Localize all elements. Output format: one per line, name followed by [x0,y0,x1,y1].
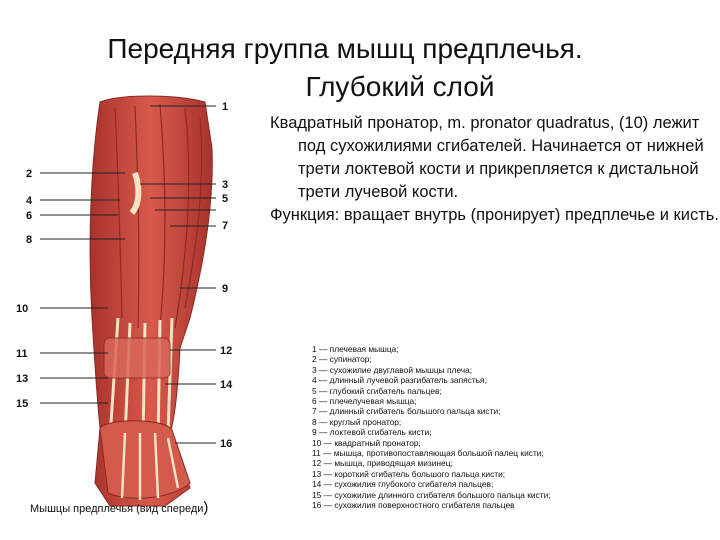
label-5: 5 [222,193,228,205]
legend-item: 2 — супинатор; [312,354,372,365]
caption-close-paren: ) [203,499,209,516]
title-line-1: Передняя группа мышц предплечья. [107,33,583,64]
biceps-tendon [129,172,142,215]
legend-item: 14 — сухожилия глубокого сгибателя пальц… [312,479,494,490]
label-1: 1 [222,101,228,113]
caption-text: Мышцы предплечья (вид спереди [30,503,204,515]
legend-list: 1 — плечевая мышца; 2 — супинатор; 3 — с… [312,344,717,511]
label-2: 2 [26,168,32,180]
title-line-2: Глубокий слой [305,71,495,102]
label-9: 9 [222,283,228,295]
legend-item: 11 — мышца, противопоставляющая большой … [312,448,544,459]
label-4: 4 [26,195,33,207]
description-block: Квадратный пронатор, m. pronator quadrat… [270,112,720,227]
label-3: 3 [222,179,228,191]
description-paragraph-1: Квадратный пронатор, m. pronator quadrat… [270,114,704,201]
description-paragraph-2: Функция: вращает внутрь (пронирует) пред… [270,206,719,224]
legend-item: 12 — мышца, приводящая мизинец; [312,458,453,469]
label-13: 13 [16,373,28,385]
label-8: 8 [26,234,32,246]
legend-item: 15 — сухожилие длинного сгибателя большо… [312,489,551,500]
legend-item: 5 — глубокий сгибатель пальцев; [312,385,442,396]
palm-tendons [120,432,180,500]
legend-item: 7 — длинный сгибатель большого пальца ки… [312,406,501,417]
muscle-fibers [114,103,203,329]
figure-caption: Мышцы предплечья (вид спереди) [30,499,209,516]
forearm-muscle-drawing: 1 2 3 4 5 6 7 8 9 10 11 12 13 14 15 16 [16,95,233,507]
label-11: 11 [16,348,28,360]
arm-outline [89,95,213,507]
legend-item: 3 — сухожилие двуглавой мышцы плеча; [312,364,473,375]
label-7: 7 [222,220,228,232]
label-16: 16 [220,438,232,450]
forearm-illustration: 1 2 3 4 5 6 7 8 9 10 11 12 13 14 15 16 [0,88,260,508]
legend-item: 1 — плечевая мышца; [312,344,399,354]
label-15: 15 [16,398,28,410]
label-14: 14 [220,379,233,391]
legend-item: 4 — длинный лучевой разгибатель запястья… [312,375,487,386]
legend-item: 16 — сухожилия поверхностного сгибателя … [312,500,515,511]
leader-lines [40,105,216,444]
legend-item: 10 — квадратный пронатор; [312,437,421,448]
legend-item: 8 — круглый пронатор; [312,416,402,427]
label-12: 12 [220,345,232,357]
page-title: Передняя группа мышц предплечья. Глубоки… [0,30,720,106]
label-6: 6 [26,210,32,222]
pronator-quadratus [103,337,171,379]
legend-item: 9 — локтевой сгибатель кисти; [312,427,432,438]
legend-item: 6 — плечелучевая мышца; [312,396,417,407]
legend-item: 13 — короткий сгибатель большого пальца … [312,468,506,479]
label-10: 10 [16,303,28,315]
